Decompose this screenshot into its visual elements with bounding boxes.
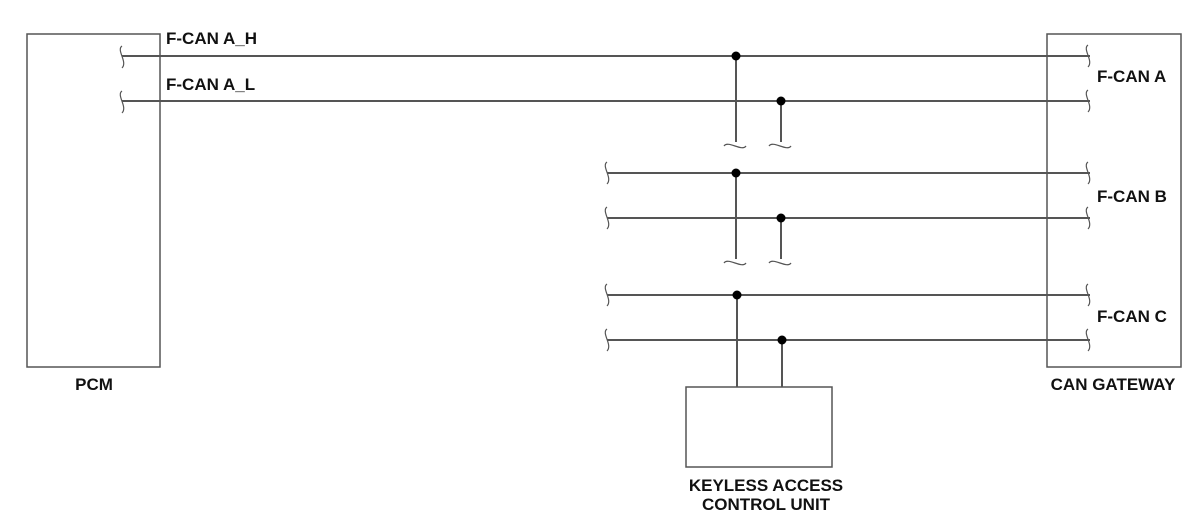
break-symbol [604, 328, 610, 352]
break-symbol [604, 161, 610, 185]
break-symbol [1085, 328, 1091, 352]
break-symbol [768, 260, 792, 266]
junction-dot [732, 290, 742, 300]
break-symbol [723, 260, 747, 266]
keyless-access-label-line1: KEYLESS ACCESS [689, 476, 843, 495]
keyless-access-label-line2: CONTROL UNIT [702, 495, 831, 514]
break-symbol [604, 206, 610, 230]
break-symbol [119, 45, 125, 69]
junction-dot [731, 168, 741, 178]
break-symbol [768, 143, 792, 149]
junction-dot [777, 335, 787, 345]
break-symbol [119, 90, 125, 114]
can-gateway-box [1046, 33, 1182, 368]
pcm-box [26, 33, 161, 368]
break-symbol [604, 283, 610, 307]
junction-dot [731, 51, 741, 61]
f-can-a-h-label: F-CAN A_H [166, 29, 257, 48]
f-can-a-label: F-CAN A [1097, 67, 1166, 86]
f-can-a-l-label: F-CAN A_L [166, 75, 255, 94]
break-symbol [1085, 44, 1091, 68]
keyless-access-box [685, 386, 833, 468]
break-symbol [1085, 206, 1091, 230]
break-symbol [723, 143, 747, 149]
f-can-c-label: F-CAN C [1097, 307, 1167, 326]
can-gateway-label: CAN GATEWAY [1051, 375, 1176, 394]
pcm-label: PCM [75, 375, 113, 394]
break-symbol [1085, 283, 1091, 307]
break-symbol [1085, 89, 1091, 113]
junction-dot [776, 96, 786, 106]
junction-dot [776, 213, 786, 223]
break-symbol [1085, 161, 1091, 185]
f-can-b-label: F-CAN B [1097, 187, 1167, 206]
